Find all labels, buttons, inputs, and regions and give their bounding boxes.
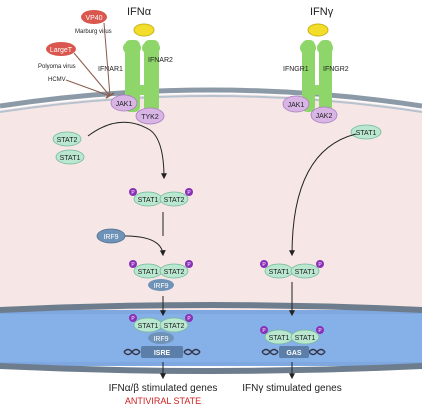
phospho-label: P bbox=[262, 328, 266, 334]
ifngr-complex bbox=[300, 40, 333, 112]
jak2-label: JAK2 bbox=[316, 113, 333, 120]
isre-label: ISRE bbox=[154, 350, 171, 357]
nuc-gaf-stat1b-label: STAT1 bbox=[295, 335, 316, 342]
stat1-free bbox=[55, 149, 85, 165]
phospho-label: P bbox=[187, 262, 191, 268]
vp40-label: VP40 bbox=[85, 15, 102, 22]
plasma-membrane bbox=[0, 87, 422, 109]
tyk2 bbox=[135, 107, 165, 125]
nuc-stat2-label: STAT2 bbox=[164, 323, 185, 330]
polyoma-label: Polyoma virus bbox=[38, 64, 76, 70]
jak1-alpha bbox=[110, 94, 138, 112]
phospho-label: P bbox=[131, 190, 135, 196]
gas-dna: GAS bbox=[261, 346, 326, 358]
ifngr1-label: IFNGR1 bbox=[283, 66, 309, 73]
isre-dna: ISRE bbox=[123, 346, 201, 358]
ifngr2-label: IFNGR2 bbox=[323, 66, 349, 73]
nucleus bbox=[0, 302, 422, 374]
gas-label: GAS bbox=[286, 350, 302, 357]
vp40-protein bbox=[81, 10, 107, 24]
dimer-stat1-label: STAT1 bbox=[138, 197, 159, 204]
hcmv-label: HCMV bbox=[48, 77, 66, 83]
stat1-free-gamma bbox=[350, 124, 382, 140]
isgf3-irf9-label: IRF9 bbox=[153, 283, 168, 290]
stat1-free-label: STAT1 bbox=[60, 155, 81, 162]
ifn-gamma-ligand bbox=[307, 23, 329, 37]
marburg-label: Marburg virus bbox=[75, 29, 112, 35]
antiviral-state-text: ANTIVIRAL STATE bbox=[125, 396, 201, 406]
dimer-stat2-label: STAT2 bbox=[164, 197, 185, 204]
inhibition-lines bbox=[65, 22, 115, 99]
phospho-label: P bbox=[262, 262, 266, 268]
large-t-label: LargeT bbox=[50, 47, 73, 54]
nuclear-gaf: STAT1 STAT1 P P bbox=[260, 326, 324, 345]
nuc-stat1-label: STAT1 bbox=[138, 323, 159, 330]
isgf3-stat1-label: STAT1 bbox=[138, 269, 159, 276]
ifn-alpha-ligand bbox=[133, 23, 155, 37]
stat2-free-label: STAT2 bbox=[57, 137, 78, 144]
irf9-free bbox=[96, 228, 126, 244]
phospho-label: P bbox=[318, 262, 322, 268]
nuc-gaf-stat1-label: STAT1 bbox=[269, 335, 290, 342]
isgf3-stat2-label: STAT2 bbox=[164, 269, 185, 276]
gaf-dimer: STAT1 STAT1 P P bbox=[260, 260, 324, 279]
ifnar-complex bbox=[123, 40, 160, 112]
ifn-gamma-label: IFNγ bbox=[310, 6, 334, 18]
large-t-protein bbox=[46, 42, 76, 56]
jak1-gamma bbox=[282, 95, 310, 113]
ifnar2-label: IFNAR2 bbox=[148, 57, 173, 64]
jak2 bbox=[310, 106, 338, 124]
jak1-alpha-label: JAK1 bbox=[116, 101, 133, 108]
alpha-beta-genes-text: IFNα/β stimulated genes bbox=[109, 383, 218, 394]
phospho-label: P bbox=[187, 316, 191, 322]
isgf3-complex: STAT1 STAT2 IRF9 P P bbox=[129, 260, 193, 291]
gaf-stat1-label: STAT1 bbox=[269, 269, 290, 276]
gaf-stat1b-label: STAT1 bbox=[295, 269, 316, 276]
nuc-irf9-label: IRF9 bbox=[153, 336, 168, 343]
ifnar1-label: IFNAR1 bbox=[98, 66, 123, 73]
irf9-free-label: IRF9 bbox=[103, 234, 118, 241]
nuclear-isgf3: STAT1 STAT2 IRF9 P P bbox=[129, 314, 193, 344]
phospho-label: P bbox=[131, 316, 135, 322]
phospho-label: P bbox=[318, 328, 322, 334]
phospho-label: P bbox=[131, 262, 135, 268]
ifn-alpha-label: IFNα bbox=[127, 6, 152, 18]
stat2-free bbox=[52, 131, 82, 147]
jak1-gamma-label: JAK1 bbox=[288, 102, 305, 109]
stat1-stat2-dimer: STAT1 STAT2 P P bbox=[129, 188, 193, 207]
tyk2-label: TYK2 bbox=[141, 114, 159, 121]
gamma-genes-text: IFNγ stimulated genes bbox=[242, 383, 342, 394]
stat1-free-gamma-label: STAT1 bbox=[356, 130, 377, 137]
signaling-arrows bbox=[87, 121, 357, 380]
phospho-label: P bbox=[187, 190, 191, 196]
